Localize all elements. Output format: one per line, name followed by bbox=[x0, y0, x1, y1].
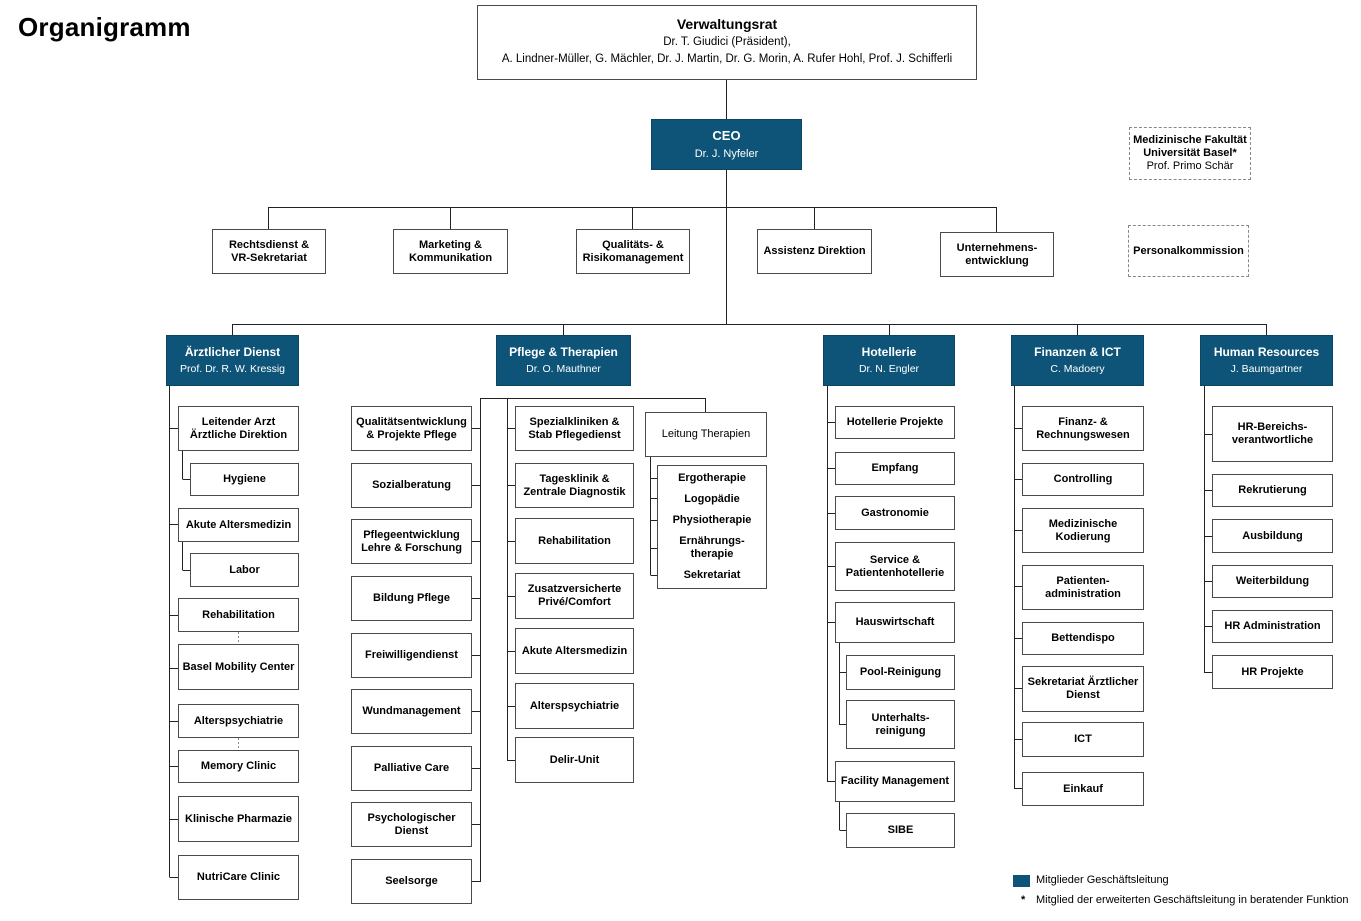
dept-hotel: Hotellerie Dr. N. Engler bbox=[823, 335, 955, 386]
finance-unit: Bettendispo bbox=[1022, 622, 1144, 655]
finance-unit: Finanz- & Rechnungswesen bbox=[1022, 406, 1144, 451]
nursing-clinic-unit: Alterspsychiatrie bbox=[515, 683, 634, 729]
ceo-box: CEO Dr. J. Nyfeler bbox=[651, 119, 802, 170]
dept-nursing-name: Pflege & Therapien bbox=[509, 344, 618, 359]
personnel-commission-box: Personalkommission bbox=[1128, 225, 1249, 277]
medical-unit: Klinische Pharmazie bbox=[178, 796, 299, 842]
hotel-unit: Empfang bbox=[835, 452, 955, 485]
dept-nursing-person: Dr. O. Mauthner bbox=[526, 362, 601, 375]
hotel-unit: Facility Management bbox=[835, 761, 955, 802]
dept-medical-person: Prof. Dr. R. W. Kressig bbox=[179, 362, 286, 375]
nursing-unit: Palliative Care bbox=[351, 746, 472, 791]
nursing-unit: Seelsorge bbox=[351, 859, 472, 904]
dept-finance-person: C. Madoery bbox=[1050, 362, 1105, 375]
therapy-item: Ergotherapie bbox=[678, 472, 746, 484]
finance-unit: ICT bbox=[1022, 722, 1144, 757]
nursing-clinic-unit: Delir-Unit bbox=[515, 737, 634, 783]
hotel-unit: SIBE bbox=[846, 813, 955, 848]
nursing-unit: Bildung Pflege bbox=[351, 576, 472, 621]
therapy-head: Leitung Therapien bbox=[645, 412, 767, 457]
staff-quality: Qualitäts- & Risikomanagement bbox=[576, 229, 690, 274]
dept-nursing: Pflege & Therapien Dr. O. Mauthner bbox=[496, 335, 631, 386]
therapy-item: Sekretariat bbox=[683, 569, 741, 581]
medical-unit: Alterspsychiatrie bbox=[178, 704, 299, 738]
dept-finance-name: Finanzen & ICT bbox=[1034, 344, 1121, 359]
hotel-unit: Gastronomie bbox=[835, 496, 955, 530]
dept-hr: Human Resources J. Baumgartner bbox=[1200, 335, 1333, 386]
nursing-clinic-unit: Zusatzversicherte Privé/Comfort bbox=[515, 573, 634, 619]
hr-unit: Rekrutierung bbox=[1212, 474, 1333, 507]
faculty-person: Prof. Primo Schär bbox=[1146, 160, 1234, 172]
therapy-item: Logopädie bbox=[684, 493, 740, 505]
finance-unit: Patienten- administration bbox=[1022, 565, 1144, 610]
board-line2: A. Lindner-Müller, G. Mächler, Dr. J. Ma… bbox=[501, 52, 953, 65]
therapy-item: Ernährungs- therapie bbox=[679, 535, 745, 560]
nursing-unit: Psychologischer Dienst bbox=[351, 802, 472, 847]
dept-hr-person: J. Baumgartner bbox=[1230, 362, 1303, 375]
dept-medical-name: Ärztlicher Dienst bbox=[184, 344, 281, 359]
therapy-list: Ergotherapie Logopädie Physiotherapie Er… bbox=[657, 465, 767, 589]
dept-medical: Ärztlicher Dienst Prof. Dr. R. W. Kressi… bbox=[166, 335, 299, 386]
therapy-item: Physiotherapie bbox=[672, 514, 752, 526]
nursing-clinic-unit: Spezialkliniken & Stab Pflegedienst bbox=[515, 406, 634, 451]
medical-unit: Labor bbox=[190, 553, 299, 587]
ceo-title: CEO bbox=[712, 127, 741, 143]
hr-unit: HR Projekte bbox=[1212, 655, 1333, 689]
nursing-clinic-unit: Akute Altersmedizin bbox=[515, 628, 634, 674]
dept-finance: Finanzen & ICT C. Madoery bbox=[1011, 335, 1144, 386]
board-name: Verwaltungsrat bbox=[676, 15, 778, 32]
page-title: Organigramm bbox=[18, 12, 191, 42]
finance-unit: Einkauf bbox=[1022, 772, 1144, 806]
nursing-unit: Qualitätsentwicklung & Projekte Pflege bbox=[351, 406, 472, 451]
medical-unit: Basel Mobility Center bbox=[178, 644, 299, 690]
nursing-unit: Sozialberatung bbox=[351, 463, 472, 508]
ceo-person: Dr. J. Nyfeler bbox=[694, 147, 759, 160]
legend-swatch bbox=[1013, 875, 1030, 887]
board-line1: Dr. T. Giudici (Präsident), bbox=[663, 35, 791, 48]
nursing-unit: Pflegeentwicklung Lehre & Forschung bbox=[351, 519, 472, 564]
hr-unit: Weiterbildung bbox=[1212, 565, 1333, 598]
hotel-unit: Hotellerie Projekte bbox=[835, 406, 955, 439]
hotel-unit: Hauswirtschaft bbox=[835, 602, 955, 643]
medical-unit: Akute Altersmedizin bbox=[178, 508, 299, 542]
dept-hotel-name: Hotellerie bbox=[861, 344, 917, 359]
staff-legal: Rechtsdienst & VR-Sekretariat bbox=[212, 229, 326, 274]
hotel-unit: Pool-Reinigung bbox=[846, 655, 955, 690]
legend-asterisk: * bbox=[1021, 894, 1026, 906]
nursing-unit: Freiwilligendienst bbox=[351, 633, 472, 678]
finance-unit: Sekretariat Ärztlicher Dienst bbox=[1022, 666, 1144, 712]
nursing-clinic-unit: Tagesklinik & Zentrale Diagnostik bbox=[515, 463, 634, 508]
faculty-line2: Universität Basel* bbox=[1143, 147, 1237, 159]
staff-development: Unternehmens- entwicklung bbox=[940, 232, 1054, 277]
legend-leadership: Mitglieder Geschäftsleitung bbox=[1036, 874, 1169, 886]
faculty-box: Medizinische Fakultät Universität Basel*… bbox=[1129, 127, 1251, 180]
staff-marketing: Marketing & Kommunikation bbox=[393, 229, 508, 274]
medical-unit: Hygiene bbox=[190, 463, 299, 496]
medical-unit: NutriCare Clinic bbox=[178, 855, 299, 900]
finance-unit: Controlling bbox=[1022, 463, 1144, 496]
nursing-unit: Wundmanagement bbox=[351, 689, 472, 734]
nursing-clinic-unit: Rehabilitation bbox=[515, 518, 634, 564]
hr-unit: HR Administration bbox=[1212, 610, 1333, 643]
hotel-unit: Unterhalts- reinigung bbox=[846, 700, 955, 749]
staff-assistant: Assistenz Direktion bbox=[757, 229, 872, 274]
hotel-unit: Service & Patientenhotellerie bbox=[835, 542, 955, 591]
board-box: Verwaltungsrat Dr. T. Giudici (Präsident… bbox=[477, 5, 977, 80]
medical-unit: Memory Clinic bbox=[178, 750, 299, 783]
legend-advisory: Mitglied der erweiterten Geschäftsleitun… bbox=[1036, 894, 1349, 906]
finance-unit: Medizinische Kodierung bbox=[1022, 508, 1144, 553]
medical-unit: Leitender Arzt Ärztliche Direktion bbox=[178, 406, 299, 451]
dept-hotel-person: Dr. N. Engler bbox=[858, 362, 920, 375]
hr-unit: HR-Bereichs- verantwortliche bbox=[1212, 406, 1333, 462]
faculty-line1: Medizinische Fakultät bbox=[1133, 134, 1247, 146]
medical-unit: Rehabilitation bbox=[178, 598, 299, 632]
hr-unit: Ausbildung bbox=[1212, 519, 1333, 553]
dept-hr-name: Human Resources bbox=[1213, 344, 1320, 359]
